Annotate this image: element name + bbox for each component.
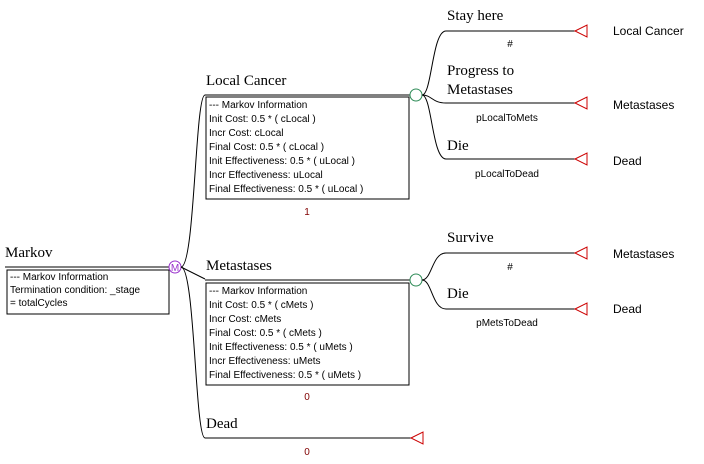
markov-node-symbol: M (171, 263, 179, 274)
branch-line (421, 252, 575, 281)
state-info-line: Init Effectiveness: 0.5 * ( uMets ) (209, 342, 353, 353)
branch-line (421, 94, 575, 104)
state-info-line: Final Effectiveness: 0.5 * ( uMets ) (209, 370, 361, 381)
branch-line (421, 94, 575, 160)
terminal-label: Metastases (613, 98, 674, 112)
chance-node[interactable] (409, 88, 423, 102)
branch-probability: # (507, 39, 513, 50)
branch-line (421, 30, 575, 96)
terminal-node[interactable] (573, 302, 588, 316)
state-info-line: --- Markov Information (209, 286, 307, 297)
state-info-line: Init Cost: 0.5 * ( cLocal ) (209, 114, 316, 125)
branch-probability: pMetsToDead (476, 318, 538, 329)
state-reward: 0 (304, 392, 310, 403)
branch-label: Stay here (447, 8, 504, 24)
state-info-line: Final Effectiveness: 0.5 * ( uLocal ) (209, 184, 363, 195)
markov-root-info-line: Termination condition: _stage (10, 285, 141, 296)
state-info-line: Final Cost: 0.5 * ( cMets ) (209, 328, 322, 339)
markov-root-label: Markov (5, 245, 53, 261)
branch-label: Metastases (447, 82, 513, 98)
connector-mets (180, 266, 206, 280)
terminal-label: Metastases (613, 247, 674, 261)
state-label-dead: Dead (206, 416, 238, 432)
state-label-metastases: Metastases (206, 258, 272, 274)
terminal-label: Dead (613, 302, 642, 316)
markov-root-info-box (6, 269, 170, 315)
branch-label: Die (447, 286, 469, 302)
state-info-line: Init Cost: 0.5 * ( cMets ) (209, 300, 313, 311)
terminal-label: Local Cancer (613, 24, 684, 38)
state-reward: 0 (304, 447, 310, 458)
state-label-local-cancer: Local Cancer (206, 73, 286, 89)
state-reward: 1 (304, 207, 310, 218)
state-info-line: Final Cost: 0.5 * ( cLocal ) (209, 142, 324, 153)
terminal-node[interactable] (409, 431, 424, 445)
branch-line (421, 279, 575, 310)
connector-local (180, 94, 206, 268)
branch-probability: # (507, 262, 513, 273)
markov-root-info-line: --- Markov Information (10, 272, 108, 283)
branch-probability: pLocalToMets (476, 113, 538, 124)
state-info-line: Init Effectiveness: 0.5 * ( uLocal ) (209, 156, 355, 167)
connector-dead (180, 266, 206, 439)
branch-probability: pLocalToDead (475, 169, 539, 180)
branch-label: Die (447, 138, 469, 154)
branch-label: Progress to (447, 63, 514, 79)
chance-node[interactable] (409, 273, 423, 287)
terminal-node[interactable] (573, 24, 588, 38)
state-info-box (205, 282, 410, 386)
state-info-line: --- Markov Information (209, 100, 307, 111)
state-info-line: Incr Effectiveness: uMets (209, 356, 321, 367)
markov-root-info-line: = totalCycles (10, 298, 68, 309)
state-info-line: Incr Cost: cMets (209, 314, 281, 325)
terminal-label: Dead (613, 154, 642, 168)
state-info-box (205, 96, 410, 200)
terminal-node[interactable] (573, 246, 588, 260)
state-info-line: Incr Cost: cLocal (209, 128, 283, 139)
state-info-line: Incr Effectiveness: uLocal (209, 170, 323, 181)
terminal-node[interactable] (573, 152, 588, 166)
branch-label: Survive (447, 230, 494, 246)
terminal-node[interactable] (573, 96, 588, 110)
